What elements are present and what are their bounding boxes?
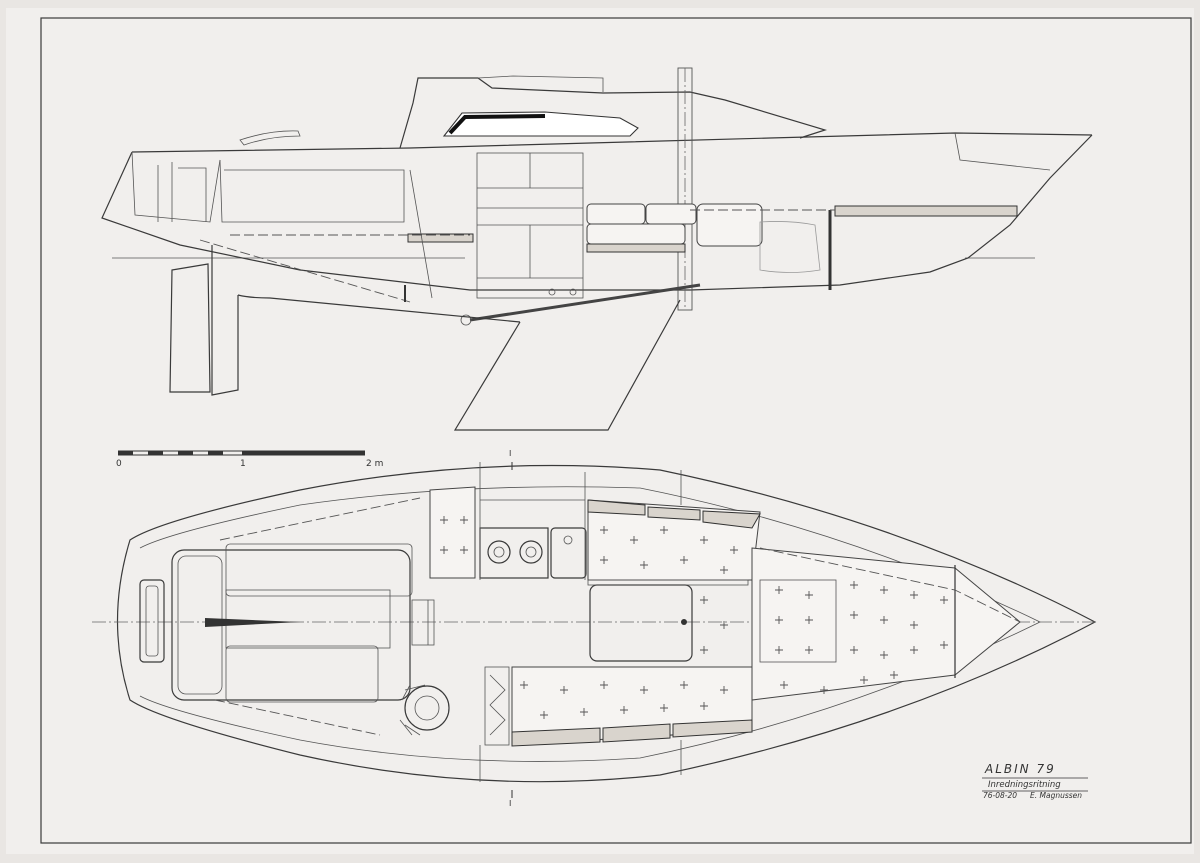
cockpit [171, 549, 411, 701]
scale-tick-2: 2 m [366, 459, 383, 469]
border-frame [40, 17, 1192, 844]
cockpit-seat-stbd [225, 645, 379, 703]
tiller-plan [205, 618, 300, 627]
section-mark-top: I [509, 449, 511, 458]
skeg [211, 245, 239, 396]
hull-profile [101, 134, 1093, 291]
seacock [548, 288, 556, 296]
companionway-ladder [409, 169, 433, 299]
hull-outline [116, 464, 1097, 783]
tiller [239, 130, 301, 146]
transom [131, 151, 221, 223]
side-profile-view [101, 67, 1093, 431]
hanging-locker [484, 666, 510, 746]
berth-insert [759, 579, 837, 663]
drawing-subtitle: Inredningsritning [988, 780, 1061, 790]
transom-hatch [139, 579, 165, 663]
skeg-line [237, 294, 521, 323]
title-block: ALBIN 79 Inredningsritning 76-08-20 E. M… [982, 762, 1088, 800]
galley-sink [550, 527, 587, 579]
sink-drain [563, 535, 573, 545]
drawing-date: 76-08-20 [983, 791, 1017, 800]
cockpit-seat [219, 159, 405, 223]
aft-lockers [157, 162, 207, 222]
foredeck-edge [954, 132, 1051, 171]
drawing-author: E. Magnussen [1030, 791, 1082, 800]
settee-base [586, 243, 686, 253]
scale-tick-0: 0 [116, 459, 122, 469]
window-shade [448, 114, 546, 135]
scale-tick-1: 1 [240, 459, 246, 469]
drawing-title: ALBIN 79 [984, 762, 1056, 776]
coachroof [399, 77, 828, 149]
seacock [569, 288, 577, 296]
settee-cushion [696, 203, 763, 247]
section-mark-bottom: I [509, 799, 511, 808]
quarter-berth [429, 486, 476, 579]
rudder [169, 263, 211, 393]
v-berth-shelf [834, 205, 1018, 217]
prop-shaft [469, 283, 701, 322]
cushion-pattern [440, 516, 948, 719]
stove-burner [487, 540, 511, 564]
quarter-berth-board [407, 233, 474, 243]
hatch [477, 75, 604, 92]
rudder-post-line [199, 239, 411, 303]
keel [453, 299, 681, 431]
companionway [411, 599, 435, 646]
scale-bar: 0 1 2 m [116, 450, 383, 469]
settee-cushion [586, 223, 686, 245]
sheer-line [131, 132, 1093, 153]
settee-cushion [645, 203, 697, 225]
toilet [759, 221, 821, 273]
propeller [460, 314, 472, 326]
winch [404, 685, 450, 731]
plan-view: I I [92, 449, 1098, 808]
cockpit-seat-port [225, 543, 413, 597]
stove-burner [519, 540, 543, 564]
settee-cushion [586, 203, 646, 225]
